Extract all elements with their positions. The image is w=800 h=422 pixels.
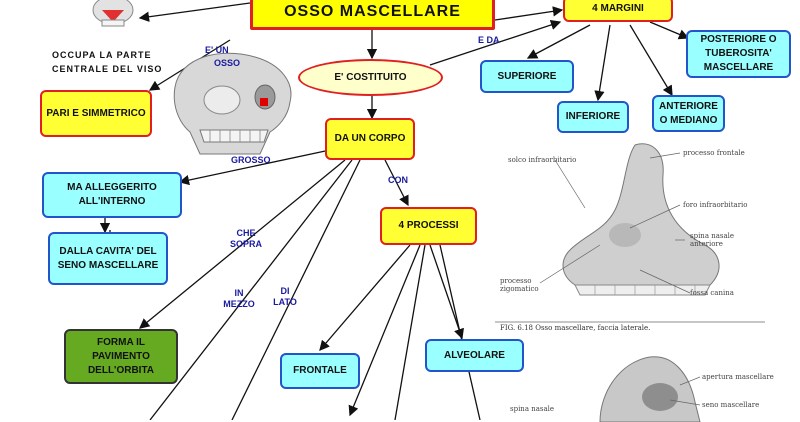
pari-node: PARI E SIMMETRICO [40,90,152,137]
label-grosso: GROSSO [231,155,271,165]
figure-label-solco: solco infraorbitario [508,156,577,164]
maxilla-figure [562,143,720,296]
skull-illustration [173,52,292,155]
label-e-da: E DA [478,35,500,45]
skull-icon [92,0,134,27]
label-di-lato: DI LATO [273,286,297,307]
alveolare-node: ALVEOLARE [425,339,524,372]
title-node: OSSO MASCELLARE [250,0,495,30]
anteriore-node: ANTERIORE O MEDIANO [652,95,725,132]
label-osso: OSSO [214,58,241,68]
cavita-node: DALLA CAVITA' DEL SENO MASCELLARE [48,232,168,285]
costituito-node: E' COSTITUITO [298,59,443,96]
figure-label-fossa: fossa canina [690,289,734,297]
occupa-text: OCCUPA LA PARTE CENTRALE DEL VISO [52,50,163,74]
figure-label-processo-frontale: processo frontale [683,149,745,157]
inferiore-node: INFERIORE [557,101,629,133]
pavimento-node: FORMA IL PAVIMENTO DELL'ORBITA [64,329,178,384]
posteriore-node: POSTERIORE O TUBEROSITA' MASCELLARE [686,30,791,78]
alleggerito-node: MA ALLEGGERITO ALL'INTERNO [42,172,182,218]
figure-label-foro: foro infraorbitario [683,201,748,209]
maxilla-figure-2 [599,356,701,422]
processi-node: 4 PROCESSI [380,207,477,245]
frontale-node: FRONTALE [280,353,360,389]
superiore-node: SUPERIORE [480,60,574,93]
figure-label-apertura: apertura mascellare [702,373,774,381]
margini-node: 4 MARGINI [563,0,673,22]
label-con: CON [388,175,408,185]
corpo-node: DA UN CORPO [325,118,415,160]
label-che-sopra: CHE SOPRA [229,228,262,249]
figure-caption: FIG. 6.18 Osso mascellare, faccia latera… [500,324,651,332]
figure-label-spina-2: spina nasale [510,405,555,413]
figure-label-seno: seno mascellare [702,401,760,409]
label-e-un: E' UN [205,45,229,55]
label-in-mezzo: IN MEZZO [223,288,255,309]
figure-label-spina: spina nasale anteriore [690,232,735,248]
figure-label-processo-zigomatico: processo zigomatico [500,277,539,293]
